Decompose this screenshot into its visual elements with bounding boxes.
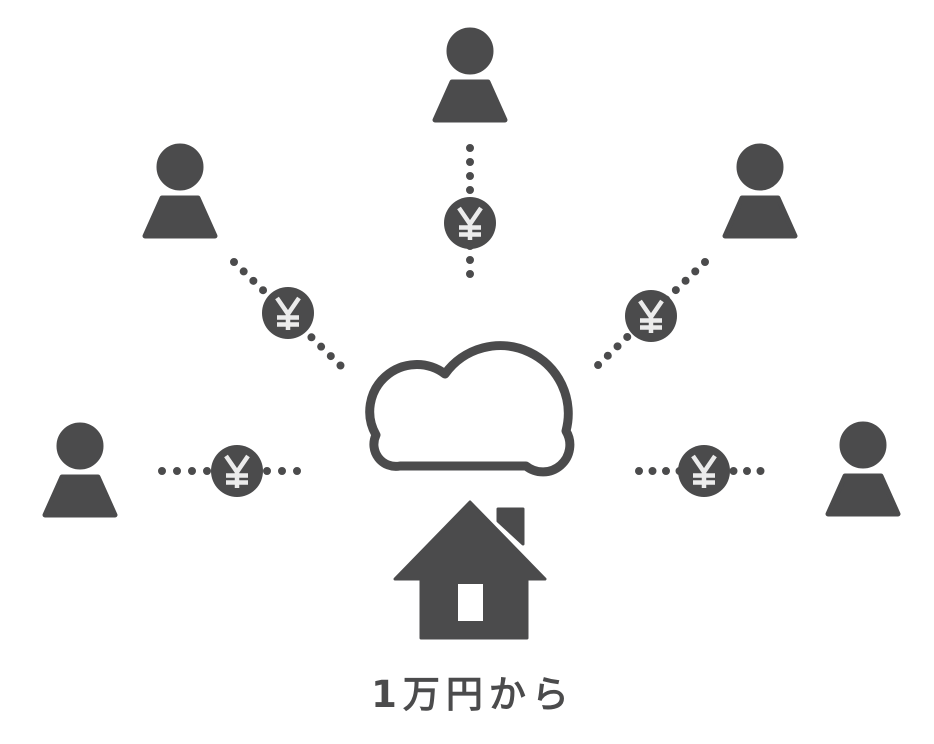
dotted-connector-upper-left (230, 258, 345, 370)
person-icon-right (828, 419, 898, 514)
yen-coin-icon-left (211, 445, 263, 497)
yen-coin-icon-right (678, 445, 730, 497)
house-icon (393, 500, 547, 640)
yen-coin-icon-upper-right (625, 290, 677, 342)
person-icon-top (435, 25, 505, 120)
cloud-icon (365, 341, 575, 477)
yen-coin-icon-top (444, 197, 496, 249)
house-chimney (496, 507, 525, 546)
caption-minimum-amount: 1万円から (371, 673, 575, 716)
yen-coin-icon-upper-left (262, 287, 314, 339)
person-icon-left (45, 420, 115, 515)
house-window (458, 584, 483, 621)
person-icon-upper-right (725, 141, 795, 236)
person-icon-upper-left (145, 141, 215, 236)
